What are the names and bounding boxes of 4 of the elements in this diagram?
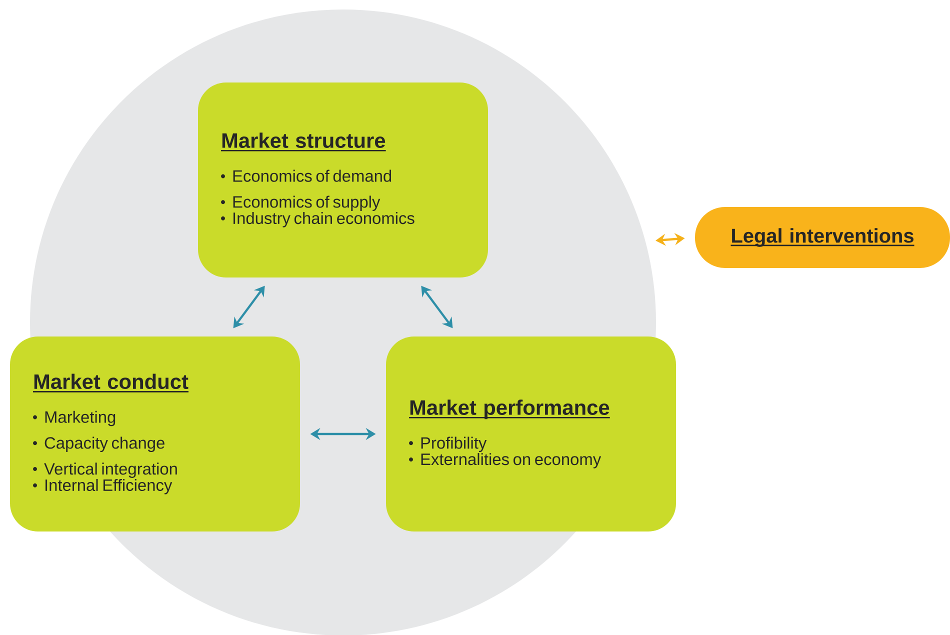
rounded-box: Market structure Economics of demand Economics of supply Industry chain economics	[198, 82, 488, 278]
pill-box: Legal interventions	[695, 206, 950, 268]
rounded-box: Market performance Profibility Externalities on economy	[386, 336, 676, 532]
rounded-box: Market conduct Marketing Capacity change Vertical integration Internal Efficiency	[10, 336, 300, 532]
